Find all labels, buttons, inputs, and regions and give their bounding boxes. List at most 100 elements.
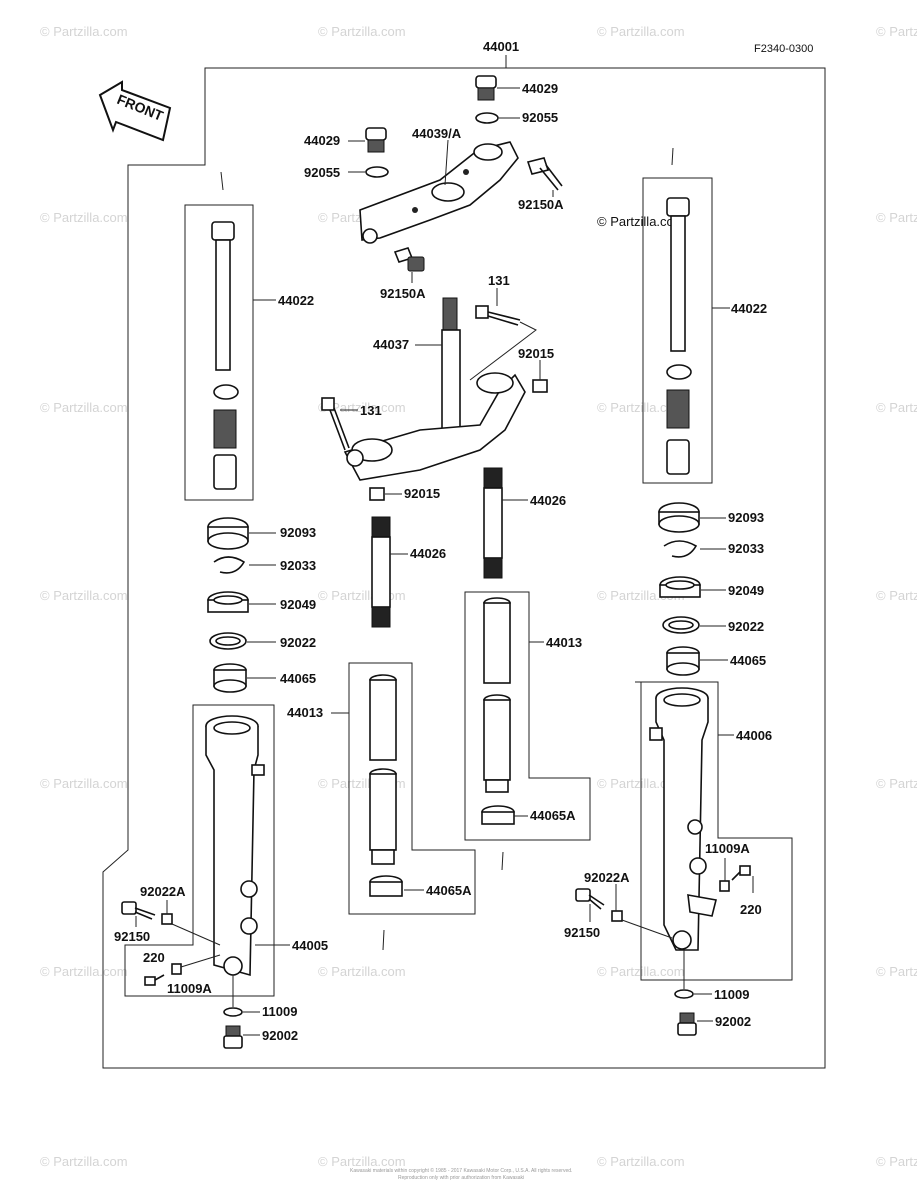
watermark: © Partzilla.com xyxy=(40,964,128,979)
nut-92015-bottom xyxy=(369,487,385,501)
washer-92049-left xyxy=(207,591,249,613)
washer-11009A-left xyxy=(171,963,182,975)
assembly-number: 44001 xyxy=(483,39,519,54)
callout-44022: 44022 xyxy=(278,293,314,308)
callout-44065: 44065 xyxy=(730,653,766,668)
watermark: © Partzilla.com xyxy=(318,964,406,979)
watermark: © Partzilla.com xyxy=(876,588,917,603)
watermark: © Partzilla.com xyxy=(876,400,917,415)
washer-92022A-left xyxy=(161,913,173,925)
callout-44022: 44022 xyxy=(731,301,767,316)
callout-44013: 44013 xyxy=(287,705,323,720)
callout-44029: 44029 xyxy=(304,133,340,148)
nut-92015-right xyxy=(532,379,548,393)
cap-bolt-44029-left xyxy=(365,127,387,153)
watermark: © Partzilla.com xyxy=(318,400,406,415)
callout-44065A: 44065A xyxy=(426,883,472,898)
callout-44013: 44013 xyxy=(546,635,582,650)
callout-220: 220 xyxy=(740,902,762,917)
inner-tube-44013-left xyxy=(369,674,403,897)
fork-tube-44026-center xyxy=(371,516,391,628)
bushing-44065-right xyxy=(666,646,700,676)
screw-220-right xyxy=(731,865,751,881)
callout-44065A: 44065A xyxy=(530,808,576,823)
assembly-frame xyxy=(102,67,826,1069)
bolt-92002-left xyxy=(223,1025,243,1049)
bolt-92150-right xyxy=(575,888,605,910)
circlip-92033-left xyxy=(213,556,246,574)
washer-92022-left xyxy=(209,632,247,650)
callout-92015: 92015 xyxy=(518,346,554,361)
callout-92055: 92055 xyxy=(304,165,340,180)
washer-92022-right xyxy=(662,616,700,634)
callout-92049: 92049 xyxy=(280,597,316,612)
callout-92022A: 92022A xyxy=(584,870,630,885)
callout-131: 131 xyxy=(488,273,510,288)
bolt-131-left xyxy=(321,397,350,451)
callout-92022: 92022 xyxy=(280,635,316,650)
screw-220-left xyxy=(144,974,165,986)
upper-bracket-44039 xyxy=(359,141,519,244)
washer-11009A-right xyxy=(719,880,730,892)
bolt-92150A-top xyxy=(526,157,563,191)
watermark: © Partzilla.com xyxy=(597,400,685,415)
watermark: © Partzilla.com xyxy=(40,1154,128,1169)
watermark: © Partzilla.com xyxy=(318,24,406,39)
washer-92049-right xyxy=(659,576,701,598)
watermarks: © Partzilla.com © Partzilla.com © Partzi… xyxy=(40,24,917,1169)
callout-92150: 92150 xyxy=(114,929,150,944)
bolt-92150-left xyxy=(121,901,156,920)
callout-44006: 44006 xyxy=(736,728,772,743)
callout-92049: 92049 xyxy=(728,583,764,598)
callout-44026: 44026 xyxy=(530,493,566,508)
washer-92022A-right xyxy=(611,910,623,922)
watermark-dark: © Partzilla.com xyxy=(597,214,685,229)
bolt-92150A-mid xyxy=(393,247,425,272)
subassembly-frame-44013-right xyxy=(464,591,591,841)
watermark: © Partzilla.com xyxy=(40,24,128,39)
callout-44005: 44005 xyxy=(292,938,328,953)
callout-11009A: 11009A xyxy=(705,841,750,856)
outer-tube-44006 xyxy=(649,687,717,951)
callout-11009A: 11009A xyxy=(167,981,212,996)
circlip-92033-right xyxy=(663,540,698,558)
watermark: © Partzilla.com xyxy=(876,24,917,39)
callout-44065: 44065 xyxy=(280,671,316,686)
damper-rod-left xyxy=(211,221,239,490)
callout-11009: 11009 xyxy=(714,987,749,1002)
subassembly-frame-44005 xyxy=(124,704,275,997)
gasket-11009-left xyxy=(223,1007,243,1017)
callout-44026: 44026 xyxy=(410,546,446,561)
gasket-11009-right xyxy=(674,989,694,999)
copyright-line: Kawasaki materials within copyright © 19… xyxy=(350,1167,572,1174)
inner-tube-44013-right xyxy=(481,597,515,825)
callout-92002: 92002 xyxy=(715,1014,751,1029)
fork-tube-44026-right xyxy=(483,467,503,579)
callout-44037: 44037 xyxy=(373,337,409,352)
outer-tube-44005 xyxy=(205,715,265,977)
bushing-44065-left xyxy=(213,663,247,693)
front-arrow-icon: FRONT xyxy=(98,80,172,142)
watermark: © Partzilla.com xyxy=(876,776,917,791)
callout-92150A: 92150A xyxy=(518,197,564,212)
o-ring-92055-top xyxy=(475,112,499,124)
oil-seal-92093-left xyxy=(207,517,249,550)
callout-92093: 92093 xyxy=(280,525,316,540)
subassembly-frame-44013-left xyxy=(348,662,476,915)
callout-92022: 92022 xyxy=(728,619,764,634)
watermark: © Partzilla.com xyxy=(40,210,128,225)
copyright-line-2: Reproduction only with prior authorizati… xyxy=(398,1175,524,1181)
watermark: © Partzilla.com xyxy=(876,1154,917,1169)
callout-220: 220 xyxy=(143,950,165,965)
watermark: © Partzilla.com xyxy=(40,776,128,791)
watermark: © Partzilla.com xyxy=(876,964,917,979)
callout-92015: 92015 xyxy=(404,486,440,501)
steering-stem-44037 xyxy=(343,297,526,481)
callout-92055: 92055 xyxy=(522,110,558,125)
callout-92022A: 92022A xyxy=(140,884,186,899)
watermark: © Partzilla.com xyxy=(597,1154,685,1169)
callout-44039-a: 44039/A xyxy=(412,126,462,141)
watermark: © Partzilla.com xyxy=(597,24,685,39)
watermark: © Partzilla.com xyxy=(876,210,917,225)
callout-92033: 92033 xyxy=(728,541,764,556)
